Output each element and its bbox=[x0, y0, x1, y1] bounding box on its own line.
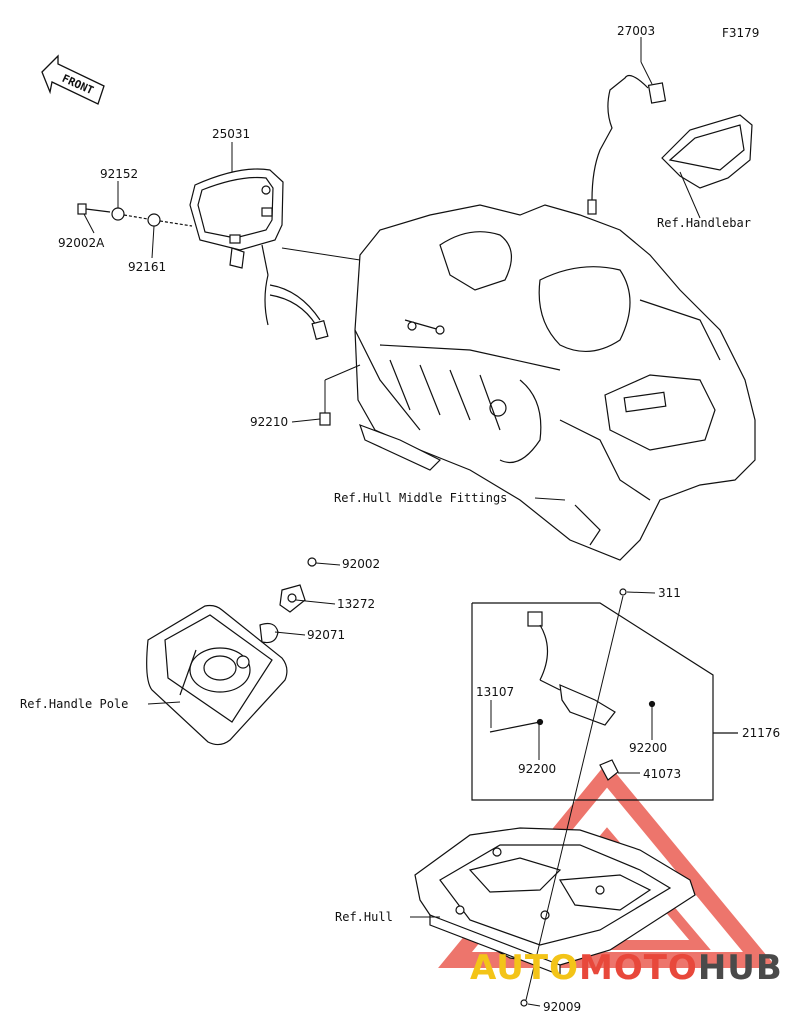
watermark-part-hub: HUB bbox=[697, 948, 783, 988]
part-label-311: 311 bbox=[658, 586, 681, 600]
part-label-92002: 92002 bbox=[342, 557, 381, 571]
meter-assembly bbox=[189, 168, 329, 341]
ref-hull-middle-fittings-label: Ref.Hull Middle Fittings bbox=[334, 491, 508, 505]
front-arrow-icon bbox=[41, 54, 105, 105]
watermark-part-moto: MOTO bbox=[578, 948, 698, 988]
ref-handlebar-label: Ref.Handlebar bbox=[657, 216, 751, 230]
part-label-13272: 13272 bbox=[337, 597, 376, 611]
part-label-92161: 92161 bbox=[128, 260, 167, 274]
part-label-92152: 92152 bbox=[100, 167, 139, 181]
hull-bottom bbox=[414, 827, 696, 1007]
usb-socket-assembly bbox=[489, 588, 656, 781]
clip-92210 bbox=[319, 412, 331, 426]
part-label-25031: 25031 bbox=[212, 127, 251, 141]
leader-lines bbox=[83, 37, 701, 1007]
handle-pole-base bbox=[146, 557, 317, 746]
watermark-brand: AUTOMOTOHUB bbox=[470, 948, 783, 988]
part-label-92200-right: 92200 bbox=[629, 741, 668, 755]
ref-handle-pole-label: Ref.Handle Pole bbox=[20, 697, 129, 711]
part-label-92071: 92071 bbox=[307, 628, 346, 642]
figure-code: F3179 bbox=[722, 26, 760, 40]
hull-middle-fittings-body bbox=[354, 204, 756, 561]
ref-hull-label: Ref.Hull bbox=[335, 910, 393, 924]
assembly-21176-box bbox=[471, 602, 738, 801]
watermark-part-auto: AUTO bbox=[470, 948, 579, 988]
meter-fasteners bbox=[77, 203, 193, 227]
part-label-92200-left: 92200 bbox=[518, 762, 557, 776]
part-label-92009: 92009 bbox=[543, 1000, 582, 1014]
handlebar-cover bbox=[587, 75, 753, 215]
part-label-41073: 41073 bbox=[643, 767, 682, 781]
part-label-92002a: 92002A bbox=[58, 236, 105, 250]
part-label-92210: 92210 bbox=[250, 415, 289, 429]
part-label-21176: 21176 bbox=[742, 726, 781, 740]
part-label-27003: 27003 bbox=[617, 24, 656, 38]
part-label-13107: 13107 bbox=[476, 685, 515, 699]
